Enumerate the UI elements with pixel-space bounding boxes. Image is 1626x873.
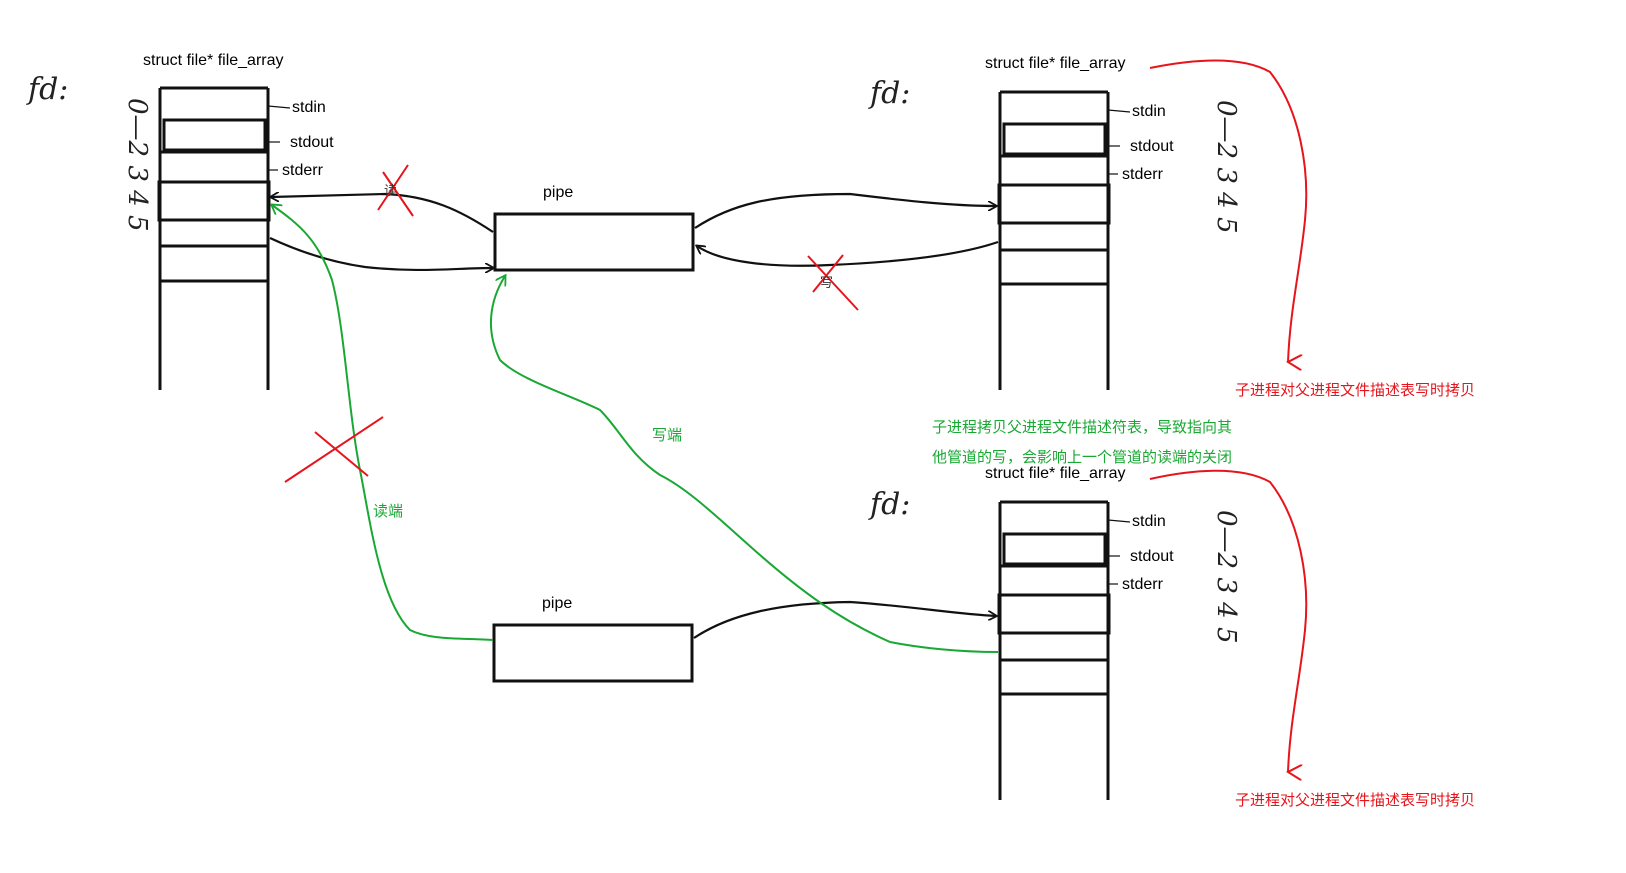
note-line-1: 子进程拷贝父进程文件描述符表，导致指向其	[932, 419, 1233, 436]
parent-fd-numbers: 0—2 3 4 5	[122, 98, 152, 232]
child2-fd-label: fd:	[870, 487, 911, 522]
child1-fd-table	[997, 90, 1111, 390]
child2-slot-stderr: stderr	[1122, 576, 1163, 593]
red-cross-write	[807, 254, 859, 311]
child1-table-title: struct file* file_array	[985, 55, 1126, 72]
parent-slot-stdout: stdout	[290, 134, 334, 151]
child1-slot-leaders	[1107, 109, 1131, 175]
child2-slot-leaders	[1107, 519, 1131, 585]
red-cross-read	[377, 164, 414, 217]
parent-table-title: struct file* file_array	[143, 52, 284, 69]
read-end-label: 读端	[373, 503, 404, 520]
crossed-write-label: 写	[820, 275, 834, 290]
arrow-bottom-pipe-to-child2-fd3	[693, 600, 996, 639]
note-line-2: 他管道的写，会影响上一个管道的读端的关闭	[932, 449, 1233, 466]
child1-slot-stdout: stdout	[1130, 138, 1174, 155]
parent-fd-label: fd:	[28, 72, 69, 107]
top-pipe-label: pipe	[543, 184, 574, 201]
write-end-label: 写端	[652, 427, 683, 444]
green-read-end-arrow	[272, 205, 494, 641]
green-write-end-arrow	[489, 276, 999, 653]
red-cross-green-read	[284, 416, 384, 483]
arrow-top-pipe-to-parent-fd3	[271, 194, 494, 233]
arrow-parent-fd4-to-top-pipe	[269, 237, 493, 270]
bottom-pipe-label: pipe	[542, 595, 573, 612]
child1-slot-stderr: stderr	[1122, 166, 1163, 183]
child2-fd-table	[997, 500, 1111, 800]
red-arrow-child1-cow	[1149, 59, 1308, 362]
child1-fd-label: fd:	[870, 76, 911, 111]
arrow-child1-fd4-to-top-pipe	[697, 240, 999, 267]
child2-slot-stdout: stdout	[1130, 548, 1174, 565]
child1-fd-numbers: 0—2 3 4 5	[1211, 100, 1241, 234]
bottom-pipe-box	[492, 623, 694, 683]
parent-slot-stdin: stdin	[292, 99, 326, 116]
parent-slot-leaders	[267, 105, 291, 171]
cow-label-child2: 子进程对父进程文件描述表写时拷贝	[1235, 792, 1476, 809]
child1-slot-stdin: stdin	[1132, 103, 1166, 120]
red-arrow-child2-cow	[1149, 469, 1308, 772]
parent-fd-table	[157, 86, 271, 390]
crossed-read-label: 读	[384, 183, 398, 198]
cow-label-child1: 子进程对父进程文件描述表写时拷贝	[1235, 382, 1476, 399]
child2-table-title: struct file* file_array	[985, 465, 1126, 482]
parent-slot-stderr: stderr	[282, 162, 323, 179]
child2-fd-numbers: 0—2 3 4 5	[1211, 510, 1241, 644]
top-pipe-box	[493, 212, 695, 272]
arrow-top-pipe-to-child1-fd3	[694, 192, 996, 229]
child2-slot-stdin: stdin	[1132, 513, 1166, 530]
